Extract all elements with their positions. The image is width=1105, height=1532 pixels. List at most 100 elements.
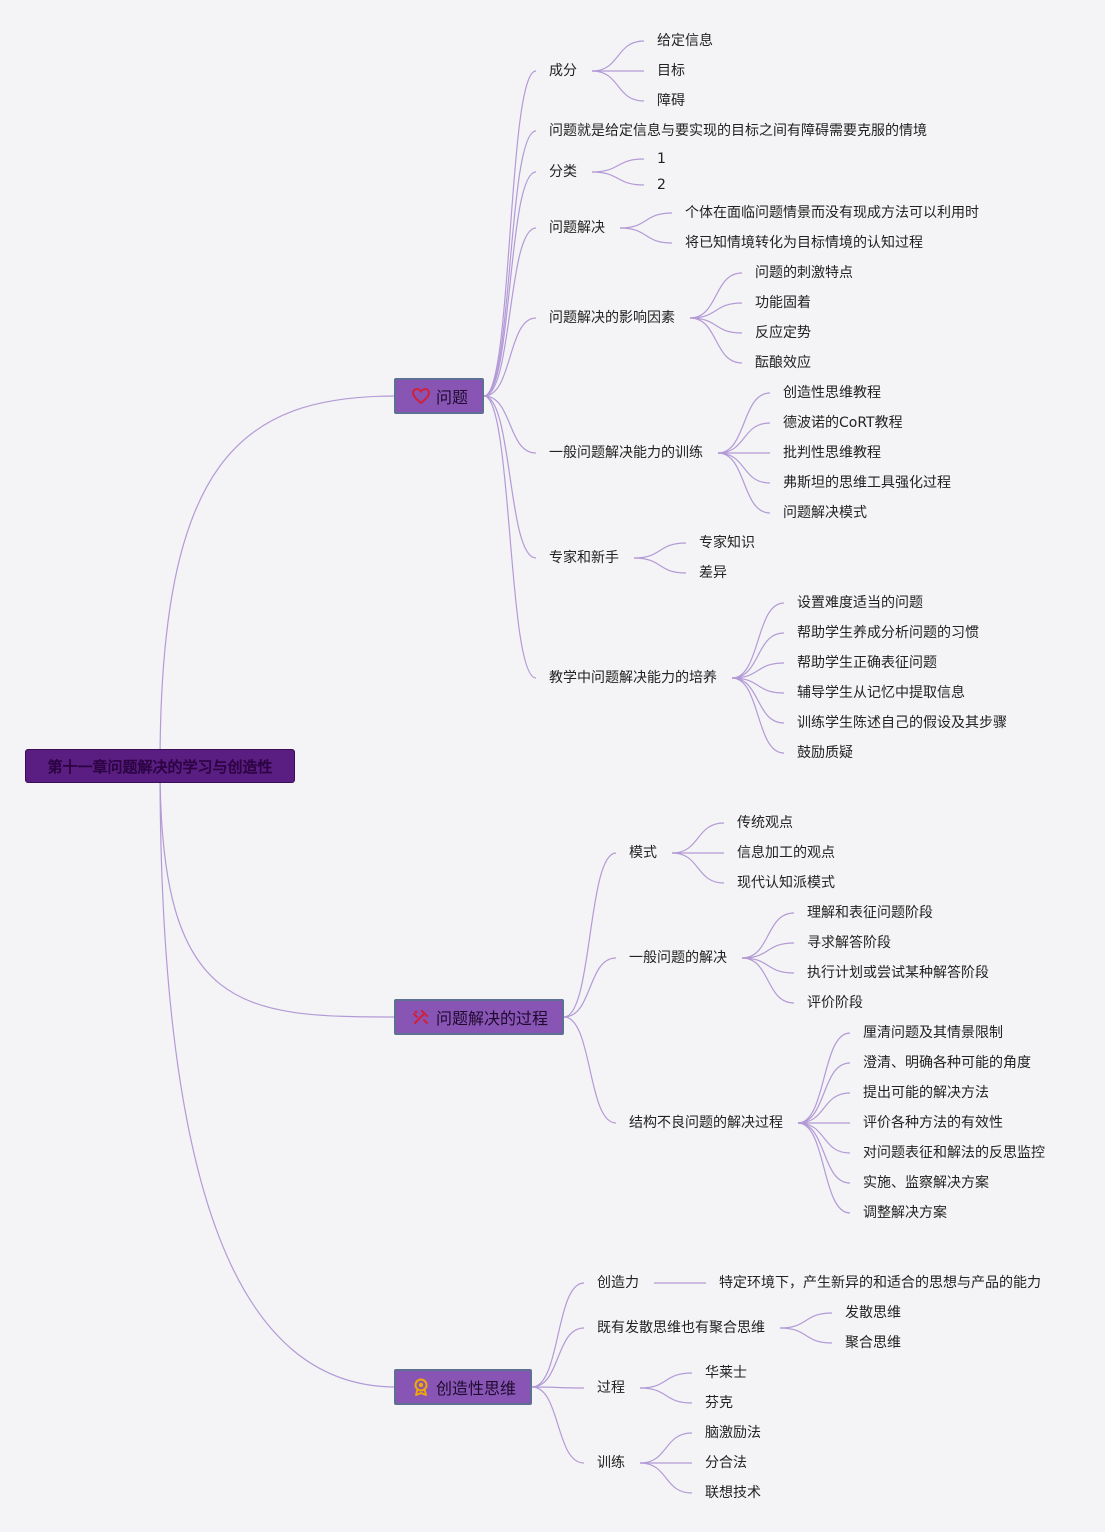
leaf-illstructured-4[interactable]: 评价各种方法的有效性 (863, 1115, 1003, 1131)
leaf-general-4[interactable]: 评价阶段 (807, 995, 863, 1011)
leaf-training-5[interactable]: 问题解决模式 (783, 505, 867, 521)
leaf-expert-1[interactable]: 专家知识 (699, 535, 755, 551)
leaf-connector (741, 942, 795, 959)
leaf-expert-2[interactable]: 差异 (699, 565, 727, 581)
topic-mode[interactable]: 模式 (629, 845, 657, 861)
leaf-practice-3[interactable]: 联想技术 (705, 1485, 761, 1501)
topic-creativity[interactable]: 创造力 (597, 1275, 639, 1291)
leaf-teaching-1[interactable]: 设置难度适当的问题 (797, 595, 923, 611)
branch-connector (483, 227, 537, 397)
leaf-connector (731, 677, 785, 694)
root-topic[interactable]: 第十一章问题解决的学习与创造性 (25, 749, 295, 783)
leaf-illstructured-3[interactable]: 提出可能的解决方法 (863, 1085, 989, 1101)
leaf-teaching-2[interactable]: 帮助学生养成分析问题的习惯 (797, 625, 979, 641)
leaf-solving-1[interactable]: 个体在面临问题情景而没有现成方法可以利用时 (685, 205, 979, 221)
leaf-mode-3[interactable]: 现代认知派模式 (737, 875, 835, 891)
branch-label: 问题 (436, 388, 469, 407)
leaf-connector (779, 1327, 833, 1344)
leaf-course-2[interactable]: 芬克 (705, 1395, 733, 1411)
leaf-illstructured-2[interactable]: 澄清、明确各种可能的角度 (863, 1055, 1031, 1071)
branch-connector (531, 1282, 585, 1388)
leaf-teaching-4[interactable]: 辅导学生从记忆中提取信息 (797, 685, 965, 701)
leaf-factors-3[interactable]: 反应定势 (755, 325, 811, 341)
leaf-training-1[interactable]: 创造性思维教程 (783, 385, 881, 401)
branch-connector (483, 395, 537, 559)
branch-connector (483, 171, 537, 397)
topic-thinking[interactable]: 既有发散思维也有聚合思维 (597, 1320, 765, 1336)
leaf-connector (717, 452, 771, 514)
leaf-factors-2[interactable]: 功能固着 (755, 295, 811, 311)
leaf-connector (689, 317, 743, 334)
leaf-thinking-2[interactable]: 聚合思维 (845, 1335, 901, 1351)
leaf-training-4[interactable]: 弗斯坦的思维工具强化过程 (783, 475, 951, 491)
branch-connector (483, 70, 537, 397)
leaf-connector (797, 1032, 851, 1124)
leaf-thinking-1[interactable]: 发散思维 (845, 1305, 901, 1321)
leaf-teaching-3[interactable]: 帮助学生正确表征问题 (797, 655, 937, 671)
leaf-classification-2[interactable]: 2 (657, 177, 666, 193)
branch-problem[interactable]: 问题 (394, 378, 485, 414)
topic-practice[interactable]: 训练 (597, 1455, 625, 1471)
leaf-composition-3[interactable]: 障碍 (657, 93, 685, 109)
leaf-solving-2[interactable]: 将已知情境转化为目标情境的认知过程 (685, 235, 923, 251)
branch-connector (563, 957, 617, 1018)
leaf-illstructured-6[interactable]: 实施、监察解决方案 (863, 1175, 989, 1191)
leaf-practice-1[interactable]: 脑激励法 (705, 1425, 761, 1441)
topic-definition[interactable]: 问题就是给定信息与要实现的目标之间有障碍需要克服的情境 (549, 123, 927, 139)
leaf-connector (741, 957, 795, 1004)
topic-solving[interactable]: 问题解决 (549, 220, 605, 236)
leaf-practice-2[interactable]: 分合法 (705, 1455, 747, 1471)
leaf-connector (671, 852, 725, 884)
leaf-teaching-5[interactable]: 训练学生陈述自己的假设及其步骤 (797, 715, 1007, 731)
leaf-course-1[interactable]: 华莱士 (705, 1365, 747, 1381)
leaf-connector (619, 212, 673, 229)
leaf-mode-2[interactable]: 信息加工的观点 (737, 845, 835, 861)
leaf-training-3[interactable]: 批判性思维教程 (783, 445, 881, 461)
heart-icon (412, 387, 430, 405)
root-connector (159, 765, 397, 1018)
branch-creative[interactable]: 创造性思维 (394, 1369, 533, 1405)
leaf-factors-4[interactable]: 酝酿效应 (755, 355, 811, 371)
topic-teaching[interactable]: 教学中问题解决能力的培养 (549, 670, 717, 686)
leaf-connector (797, 1122, 851, 1154)
leaf-general-3[interactable]: 执行计划或尝试某种解答阶段 (807, 965, 989, 981)
topic-general[interactable]: 一般问题的解决 (629, 950, 727, 966)
leaf-illstructured-1[interactable]: 厘清问题及其情景限制 (863, 1025, 1003, 1041)
topic-course[interactable]: 过程 (597, 1380, 625, 1396)
leaf-composition-2[interactable]: 目标 (657, 63, 685, 79)
leaf-general-2[interactable]: 寻求解答阶段 (807, 935, 891, 951)
leaf-connector (717, 452, 771, 484)
leaf-creativity-1[interactable]: 特定环境下，产生新异的和适合的思想与产品的能力 (719, 1275, 1041, 1291)
leaf-illstructured-5[interactable]: 对问题表征和解法的反思监控 (863, 1145, 1045, 1161)
leaf-connector (731, 602, 785, 679)
leaf-illstructured-7[interactable]: 调整解决方案 (863, 1205, 947, 1221)
leaf-connector (731, 662, 785, 679)
topic-expert[interactable]: 专家和新手 (549, 550, 619, 566)
leaf-connector (633, 557, 687, 574)
topic-factors[interactable]: 问题解决的影响因素 (549, 310, 675, 326)
leaf-connector (731, 632, 785, 679)
leaf-classification-1[interactable]: 1 (657, 151, 666, 167)
tools-icon (412, 1008, 430, 1026)
topic-composition[interactable]: 成分 (549, 63, 577, 79)
topic-training[interactable]: 一般问题解决能力的训练 (549, 445, 703, 461)
leaf-connector (591, 158, 645, 173)
leaf-factors-1[interactable]: 问题的刺激特点 (755, 265, 853, 281)
leaf-mode-1[interactable]: 传统观点 (737, 815, 793, 831)
leaf-training-2[interactable]: 德波诺的CoRT教程 (783, 415, 903, 431)
topic-illstructured[interactable]: 结构不良问题的解决过程 (629, 1115, 783, 1131)
leaf-teaching-6[interactable]: 鼓励质疑 (797, 745, 853, 761)
branch-process[interactable]: 问题解决的过程 (394, 999, 565, 1035)
leaf-connector (639, 1387, 693, 1404)
branch-label: 问题解决的过程 (436, 1009, 549, 1028)
topic-classification[interactable]: 分类 (549, 164, 577, 180)
leaf-general-1[interactable]: 理解和表征问题阶段 (807, 905, 933, 921)
branch-connector (531, 1386, 585, 1464)
leaf-connector (797, 1092, 851, 1124)
leaf-connector (717, 422, 771, 454)
leaf-connector (591, 70, 645, 102)
root-connector (159, 395, 397, 767)
branch-connector (483, 395, 537, 679)
leaf-composition-1[interactable]: 给定信息 (657, 33, 713, 49)
